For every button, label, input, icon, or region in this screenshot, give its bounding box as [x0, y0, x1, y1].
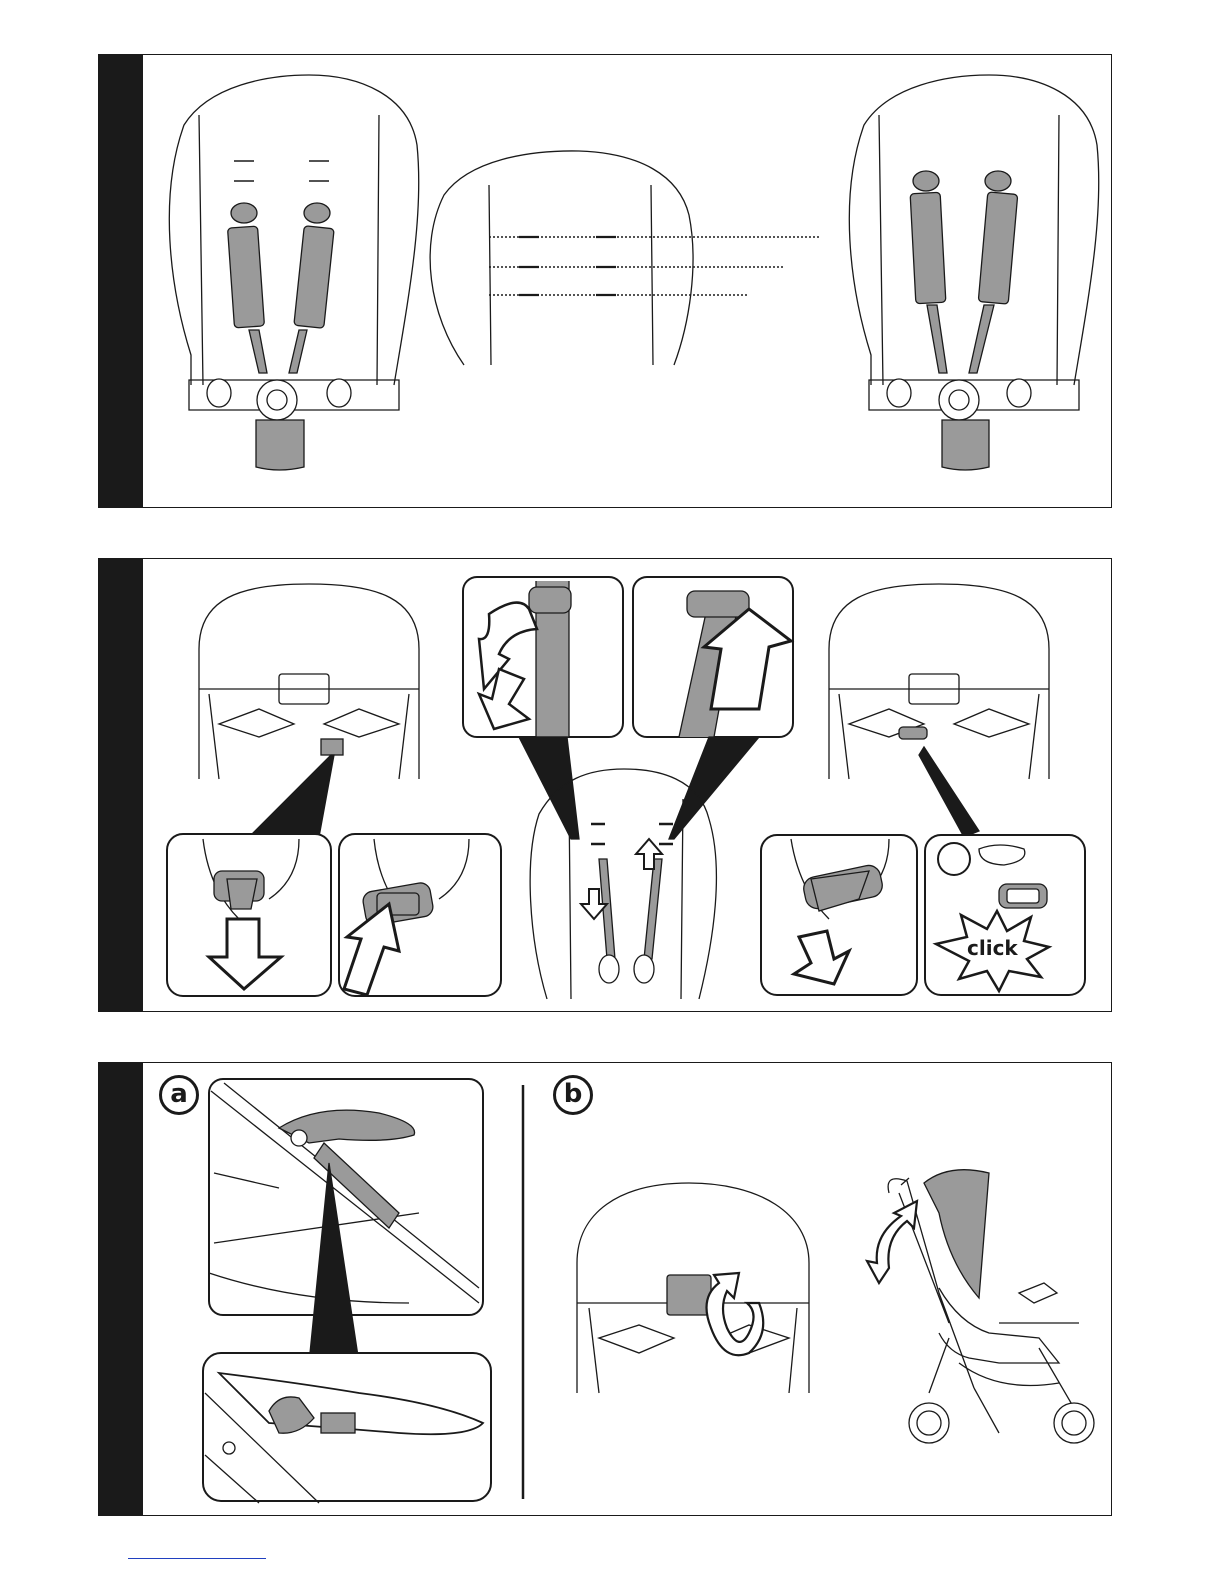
detail-box-push-strap	[633, 577, 793, 737]
detail-lever-closeup	[203, 1353, 491, 1503]
detail-box-insert	[339, 834, 501, 996]
seat-rear-right	[829, 584, 1049, 779]
zoom-pointer-top-left	[519, 737, 579, 839]
zoom-pointer-right	[919, 747, 979, 837]
harness-slots-middle	[519, 237, 616, 295]
stroller-side-view	[867, 1170, 1094, 1443]
detail-box-pull-anchor	[761, 835, 917, 995]
harness-anchor-illustration: click	[99, 559, 1113, 1013]
click-label: click	[967, 936, 1018, 960]
step-panel-harness-anchor: click	[98, 558, 1112, 1012]
harness-height-illustration	[99, 55, 1113, 509]
seat-back-middle	[430, 151, 693, 365]
harness-slots-left	[234, 161, 329, 181]
harness-straps-right	[910, 171, 1018, 373]
footer-rule	[128, 1558, 266, 1559]
step-panel-harness-height	[98, 54, 1112, 508]
step-panel-backrest-adjust: a b	[98, 1062, 1112, 1516]
detail-box-pull-strap	[463, 577, 623, 737]
harness-buckle-left	[207, 379, 351, 470]
detail-box-release	[167, 834, 331, 996]
seat-rear-b	[577, 1183, 809, 1393]
harness-straps-left	[228, 203, 335, 373]
harness-buckle-right	[887, 379, 1031, 470]
backrest-adjust-illustration	[99, 1063, 1113, 1517]
seat-rear-left	[199, 584, 419, 779]
detail-box-click	[925, 835, 1085, 995]
zoom-pointer-left	[249, 755, 334, 837]
